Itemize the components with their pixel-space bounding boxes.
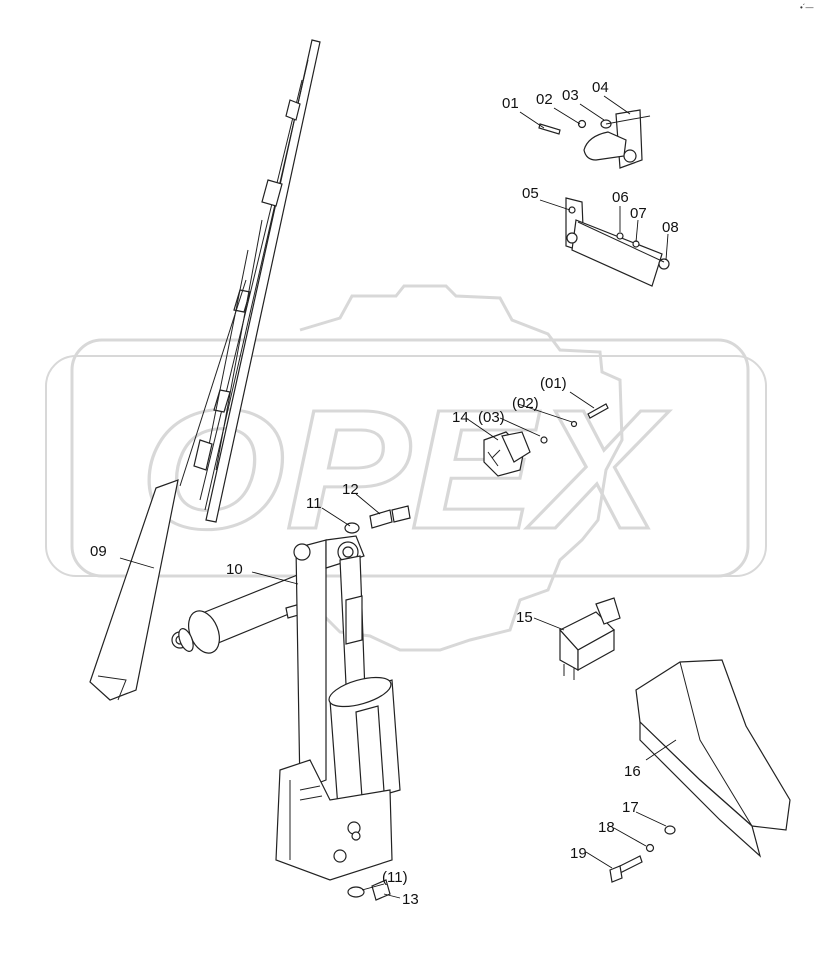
switch-assembly-top (538, 109, 651, 169)
pivot-shaft (178, 573, 319, 654)
watermark (45, 284, 767, 652)
wiper-motor-assembly (275, 535, 401, 881)
label-13: 13 (402, 891, 419, 908)
label-12: 12 (342, 481, 359, 498)
label-10: 10 (226, 561, 243, 578)
watermark-plate-inner (45, 355, 767, 577)
label-07: 07 (630, 205, 647, 222)
label-02: 02 (536, 91, 553, 108)
label-15: 15 (516, 609, 533, 626)
label-11-ref: (11) (382, 869, 408, 886)
label-04: 04 (592, 79, 609, 96)
label-05: 05 (522, 185, 539, 202)
wiper-blade (179, 39, 321, 523)
label-18: 18 (598, 819, 615, 836)
label-14: 14 (452, 409, 469, 426)
bracket-assembly (565, 197, 670, 287)
label-08: 08 (662, 219, 679, 236)
label-09: 09 (90, 543, 107, 560)
label-06: 06 (612, 189, 629, 206)
label-01: 01 (502, 95, 519, 112)
leader-lines (119, 95, 677, 899)
watermark-gear-outline (299, 284, 624, 652)
label-17: 17 (622, 799, 639, 816)
label-03: 03 (562, 87, 579, 104)
cover-16 (635, 659, 791, 858)
hardware-13 (347, 879, 391, 901)
relay-15 (559, 597, 621, 680)
hardware-17-19 (609, 825, 676, 883)
label-03-ref: (03) (478, 409, 505, 426)
label-16: 16 (624, 763, 641, 780)
part-labels: 01 02 03 04 05 06 07 08 09 10 11 12 14 (… (90, 79, 679, 908)
switch-14 (483, 403, 609, 477)
label-01-ref: (01) (540, 375, 567, 392)
label-19: 19 (570, 845, 587, 862)
corner-mark: •´— (800, 3, 813, 12)
label-11: 11 (306, 495, 322, 512)
label-02-ref: (02) (512, 395, 539, 412)
